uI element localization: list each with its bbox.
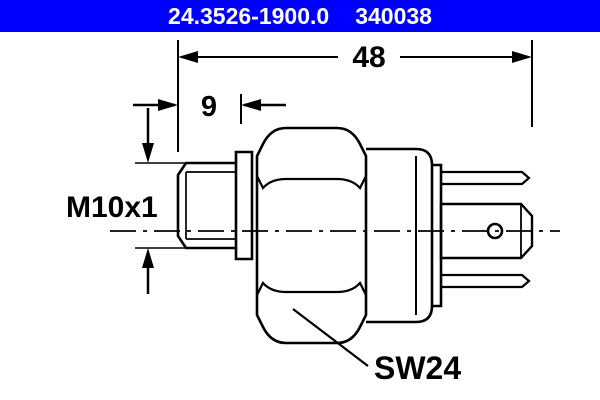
dimension-label-m10x1: M10x1 (66, 191, 158, 224)
hex-chamfer-line-bottom (256, 281, 367, 296)
article-number-label: 340038 (355, 2, 432, 29)
arrowhead-m10-bottom (142, 248, 154, 268)
dimension-9: 9 (133, 91, 286, 123)
callout-label-sw24: SW24 (374, 350, 461, 386)
drawing-svg: 48 9 M10 (66, 40, 560, 386)
switch-body (366, 147, 443, 324)
dimension-m10x1: M10x1 (66, 108, 200, 294)
arrowhead-48-right (512, 51, 532, 63)
terminal-blade-bottom-outline (441, 273, 531, 289)
hex-nut-outline (255, 126, 368, 345)
dimension-48: 48 (177, 40, 533, 152)
shoulder-collar (234, 150, 254, 261)
terminal-blade-bottom (441, 273, 531, 289)
part-geometry (176, 126, 534, 345)
part-number-label: 24.3526-1900.0 (168, 2, 330, 29)
body-outline (366, 147, 434, 324)
callout-sw24: SW24 (292, 308, 461, 386)
technical-drawing-canvas: 48 9 M10 (0, 32, 600, 400)
arrowhead-9-left (158, 99, 178, 111)
hex-chamfer-line-top (256, 175, 367, 190)
arrowhead-m10-top (142, 143, 154, 163)
dimension-label-9: 9 (201, 91, 217, 123)
connector-base-plate (432, 163, 443, 308)
leader-line-sw24 (292, 308, 369, 367)
dimension-label-48: 48 (352, 41, 385, 74)
arrowhead-9-right (241, 99, 261, 111)
terminal-blade-top (441, 170, 531, 186)
arrowhead-48-left (178, 51, 198, 63)
hex-nut (255, 126, 368, 345)
threaded-stub (176, 161, 238, 250)
terminal-blade-top-outline (441, 170, 531, 186)
collar-outline (234, 150, 254, 261)
title-bar: 24.3526-1900.0 340038 (0, 0, 600, 32)
